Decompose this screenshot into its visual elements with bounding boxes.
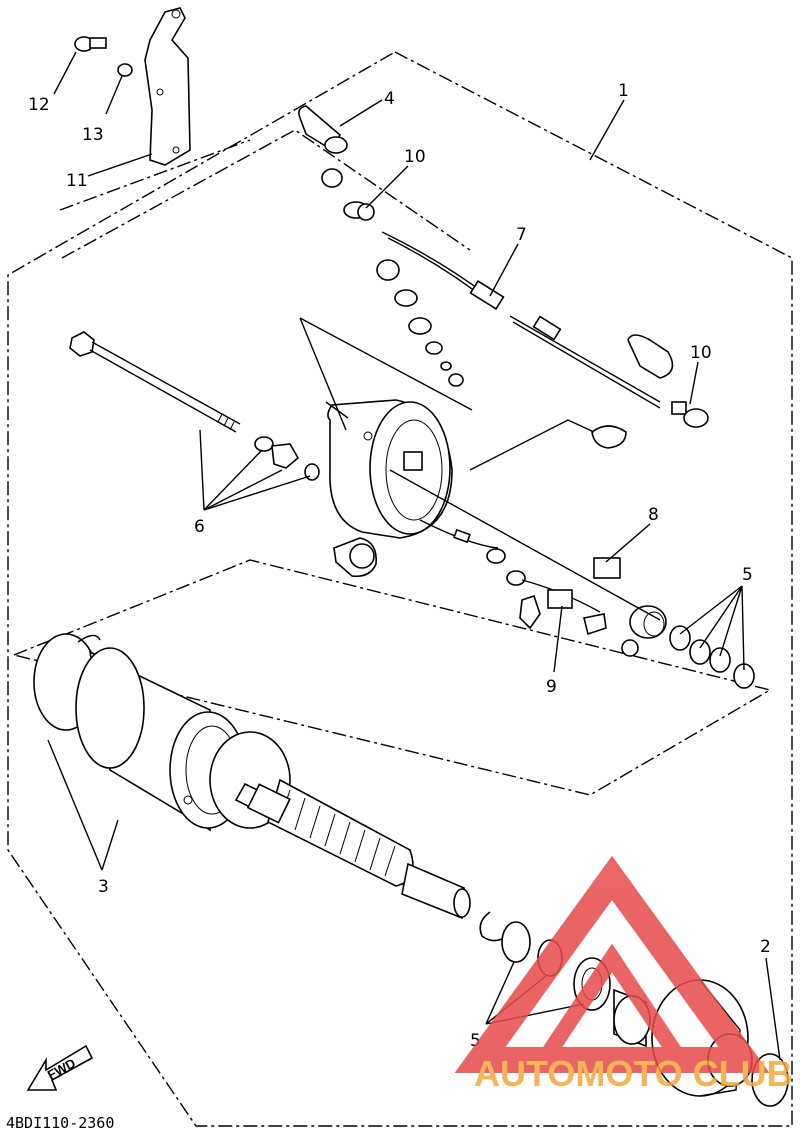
washer-part <box>394 289 418 307</box>
leader-line-10a <box>365 165 409 209</box>
leader-line-12 <box>53 51 77 95</box>
rear-cover-part <box>325 399 453 539</box>
terminal-boot-part <box>298 105 348 154</box>
guide-line <box>389 469 661 621</box>
leader-line-lead <box>469 419 595 471</box>
callout-10-upper: 10 <box>404 147 426 167</box>
nut-part <box>448 373 464 387</box>
callout-2: 2 <box>760 937 771 957</box>
leader-line-8 <box>605 523 651 563</box>
fwd-label: FWD <box>45 1055 78 1082</box>
reference-code: 4BDI110-2360 <box>6 1114 114 1132</box>
washer-part <box>408 317 432 335</box>
nut-part <box>321 168 343 188</box>
lead-wire-part <box>381 231 661 409</box>
callout-11: 11 <box>66 171 88 191</box>
bushing-part <box>591 425 627 449</box>
washer-part <box>669 625 691 651</box>
fwd-arrow-icon: FWD <box>26 1044 94 1091</box>
callout-8: 8 <box>648 505 659 525</box>
yoke-part <box>33 633 291 832</box>
bracket-group-outline <box>59 139 251 211</box>
brush-part <box>593 557 621 579</box>
assembly-boundary <box>7 51 793 1127</box>
brush-lead-part <box>419 519 601 613</box>
leader-line-6 <box>199 429 311 511</box>
leader-line-1 <box>589 99 625 161</box>
screw-part <box>519 594 541 630</box>
bolt-part <box>74 36 107 52</box>
bushing-part <box>629 605 667 639</box>
callout-3: 3 <box>98 877 109 897</box>
screw-part <box>621 639 639 657</box>
leader-line-13 <box>105 75 123 115</box>
washer-part <box>709 647 731 673</box>
leader-line-7 <box>489 243 519 297</box>
callout-12: 12 <box>28 95 50 115</box>
callout-5-lower: 5 <box>470 1031 481 1051</box>
plate-part <box>271 443 300 469</box>
callout-10-right: 10 <box>690 343 712 363</box>
terminal-plate-part <box>583 613 607 636</box>
watermark-text: AUTOMOTO CLUB <box>474 1053 793 1094</box>
lock-washer-part <box>117 63 133 77</box>
circlip-part <box>479 911 505 942</box>
callout-7: 7 <box>516 225 527 245</box>
callout-13: 13 <box>82 125 104 145</box>
callout-1: 1 <box>618 81 629 101</box>
boot-part <box>627 334 674 379</box>
callout-4: 4 <box>384 89 395 109</box>
end-cover-group-outline <box>61 129 471 259</box>
bracket-part <box>144 7 191 166</box>
brush-part <box>547 589 573 609</box>
terminal-nut-part <box>343 201 375 221</box>
callout-5-upper: 5 <box>742 565 753 585</box>
watermark-logo: AUTOMOTO CLUB <box>454 855 793 1094</box>
washer-part <box>501 921 531 963</box>
nut-part <box>376 259 400 281</box>
washer-part <box>254 436 274 452</box>
leader-line-3 <box>47 739 119 871</box>
leader-line-4 <box>339 99 383 127</box>
through-bolt-part <box>69 331 241 433</box>
leader-line-9 <box>553 605 563 673</box>
leader-line-cover <box>299 317 473 431</box>
yoke-group-outline <box>13 559 772 796</box>
brush-holder-part <box>333 537 377 578</box>
armature-part <box>234 778 471 920</box>
washer-part <box>440 361 452 371</box>
leader-line-10b <box>689 361 699 405</box>
leader-line-5a <box>679 585 745 671</box>
callout-9: 9 <box>546 677 557 697</box>
callout-6: 6 <box>194 517 205 537</box>
leader-line-2 <box>765 957 781 1061</box>
washer-part <box>425 341 443 355</box>
washer-part <box>689 639 711 665</box>
ring-terminal-part <box>671 401 709 428</box>
leader-line-11 <box>87 153 153 177</box>
